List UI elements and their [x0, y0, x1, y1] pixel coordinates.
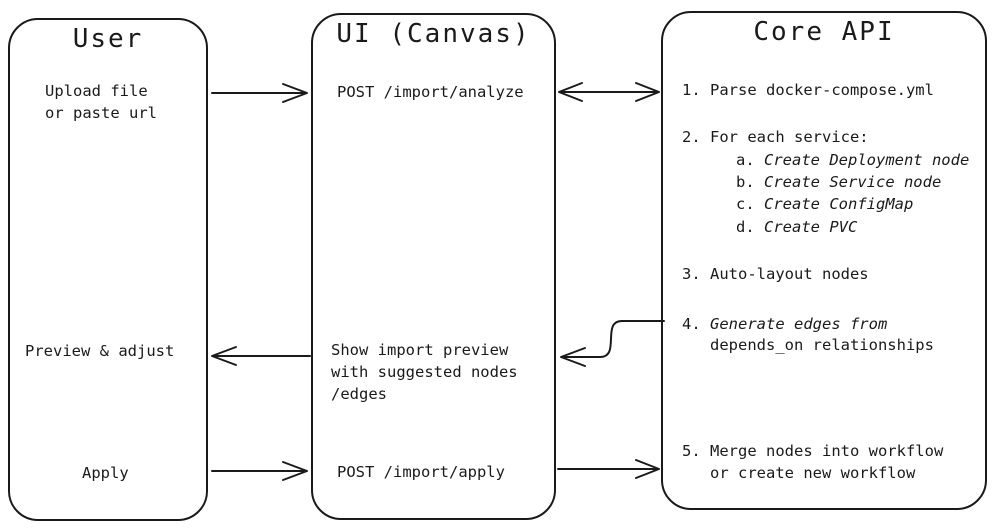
core-step-5: 5. Merge nodes into workflow [682, 440, 943, 462]
core-step-4-marker: 4. [682, 315, 710, 333]
core-step-2b-text: Create Service node [764, 173, 942, 191]
core-step-2c: c. Create ConfigMap [736, 193, 913, 215]
ui-canvas-box: UI (Canvas) POST /import/analyze Show im… [311, 13, 556, 520]
core-step-2a-text: Create Deployment node [764, 151, 970, 169]
core-step-2a-marker: a. [736, 151, 764, 169]
core-api-box: Core API 1. Parse docker-compose.yml 2. … [661, 11, 987, 510]
ui-post-analyze-label: POST /import/analyze [337, 83, 524, 101]
core-step-2d-marker: d. [736, 218, 764, 236]
core-step-2d-text: Create PVC [764, 218, 858, 236]
arrow-apply-to-ui [211, 461, 308, 481]
core-step-4-cont: depends_on relationships [710, 334, 934, 356]
core-step-1-marker: 1. [682, 81, 710, 99]
core-step-5-cont-text: or create new workflow [710, 464, 916, 482]
core-step-5-cont: or create new workflow [710, 462, 915, 484]
core-step-2c-text: Create ConfigMap [764, 195, 914, 213]
user-box-title: User [72, 24, 144, 54]
core-step-1: 1. Parse docker-compose.yml [682, 79, 934, 101]
core-step-2: 2. For each service: [682, 126, 869, 148]
core-step-3: 3. Auto-layout nodes [682, 263, 869, 285]
user-box: User Upload file or paste url Preview & … [8, 18, 208, 521]
core-step-2b-marker: b. [736, 173, 764, 191]
core-step-3-text: Auto-layout nodes [710, 265, 869, 283]
core-step-4-text: Generate edges from [710, 315, 888, 333]
user-preview-label: Preview & adjust [25, 342, 175, 360]
user-upload-label: Upload file or paste url [45, 82, 157, 122]
arrow-ui-apply-to-core [557, 459, 660, 479]
core-step-2-marker: 2. [682, 128, 710, 146]
arrow-core-to-preview [560, 320, 665, 367]
arrow-upload-to-analyze [211, 83, 308, 103]
core-step-2c-marker: c. [736, 195, 764, 213]
core-step-4: 4. Generate edges from [682, 313, 887, 335]
core-step-1-text: Parse docker-compose.yml [710, 81, 934, 99]
ui-show-preview-label: Show import preview with suggested nodes… [331, 341, 518, 403]
core-step-2a: a. Create Deployment node [736, 149, 969, 171]
core-step-5-marker: 5. [682, 442, 710, 460]
core-api-box-title: Core API [753, 17, 895, 47]
arrow-analyze-bidirectional [558, 82, 660, 102]
user-apply-label: Apply [82, 464, 129, 482]
core-step-2b: b. Create Service node [736, 171, 941, 193]
core-step-3-marker: 3. [682, 265, 710, 283]
arrow-preview-to-user [211, 346, 311, 366]
core-step-2d: d. Create PVC [736, 216, 857, 238]
ui-post-apply-label: POST /import/apply [337, 463, 505, 481]
core-step-5-text: Merge nodes into workflow [710, 442, 944, 460]
ui-canvas-box-title: UI (Canvas) [336, 19, 531, 49]
core-step-2-text: For each service: [710, 128, 869, 146]
core-step-4-cont-text: depends_on relationships [710, 336, 934, 354]
